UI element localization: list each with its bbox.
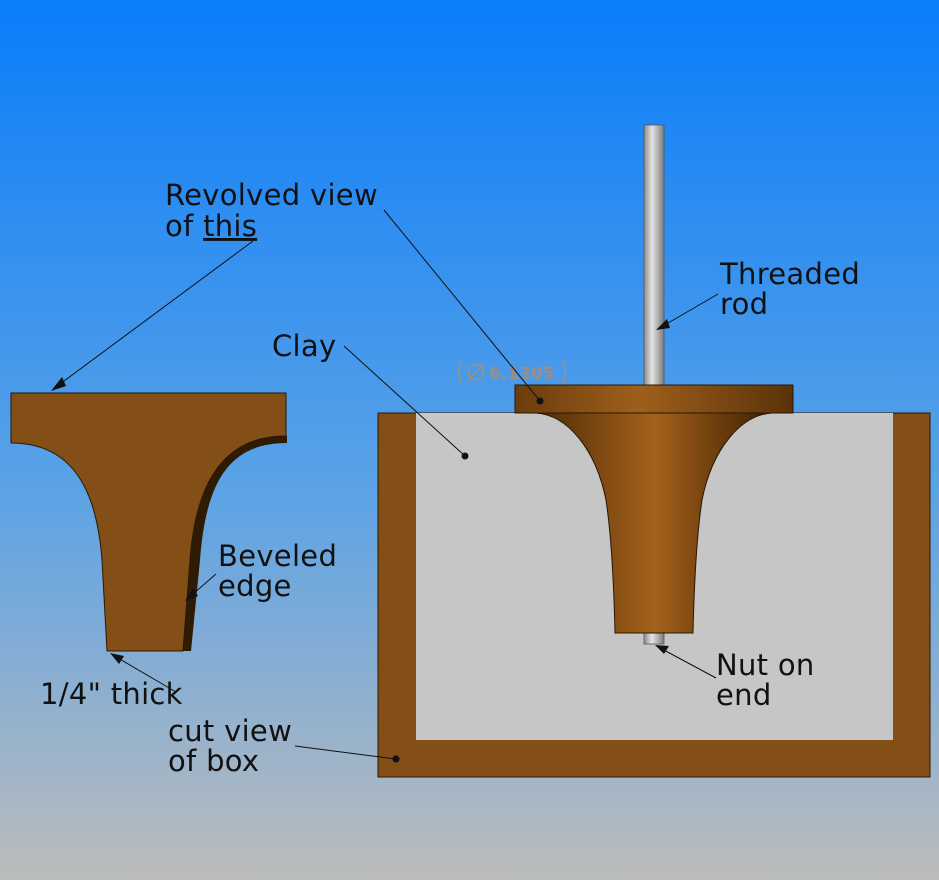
dimension-bracket-right: [561, 359, 567, 385]
dimension-value: 6.1305: [489, 364, 555, 384]
leader-dot: [392, 755, 400, 763]
cut-view-label-line1: cut view: [168, 714, 292, 748]
revolved-view-label-line2: of this: [165, 209, 257, 243]
arrow-head-icon: [655, 645, 669, 654]
mold-assembly: [377, 124, 931, 778]
beveled-edge-label-line2: edge: [218, 569, 292, 603]
mold-flange: [514, 384, 794, 414]
revolved-mold: [535, 412, 773, 634]
arrow-head-icon: [110, 653, 124, 664]
arrow-head-icon: [185, 588, 198, 601]
thickness-label: 1/4" thick: [40, 677, 183, 711]
threaded-rod-label-line2: rod: [720, 287, 768, 321]
profile-bevel-edge: [181, 436, 287, 651]
clay-label: Clay: [272, 329, 336, 363]
profile-shape: [10, 392, 287, 652]
arrow-head-icon: [656, 319, 670, 330]
leader-dot: [461, 452, 469, 460]
revolved-view-label-prefix: of: [165, 209, 203, 243]
leader-dot: [536, 397, 544, 405]
labels: Revolved view of this Threaded rod Clay …: [40, 178, 860, 778]
revolved-view-label-line1: Revolved view: [165, 178, 378, 212]
profile-section: [10, 392, 287, 652]
dimension-annotation: 6.1305: [457, 359, 567, 385]
arrow-head-icon: [51, 377, 66, 391]
threaded-rod: [643, 124, 665, 388]
dimension-bracket-left: [457, 359, 463, 385]
leader-lines: [51, 209, 719, 763]
threaded-rod-label-line1: Threaded: [719, 257, 860, 291]
cut-view-label-line2: of box: [168, 744, 259, 778]
nut-on-end-label-line1: Nut on: [716, 648, 815, 682]
nut-on-end-label-line2: end: [716, 678, 772, 712]
revolved-view-label-this: this: [203, 209, 257, 243]
beveled-edge-label-line1: Beveled: [218, 539, 337, 573]
diameter-symbol-icon: [467, 362, 486, 382]
